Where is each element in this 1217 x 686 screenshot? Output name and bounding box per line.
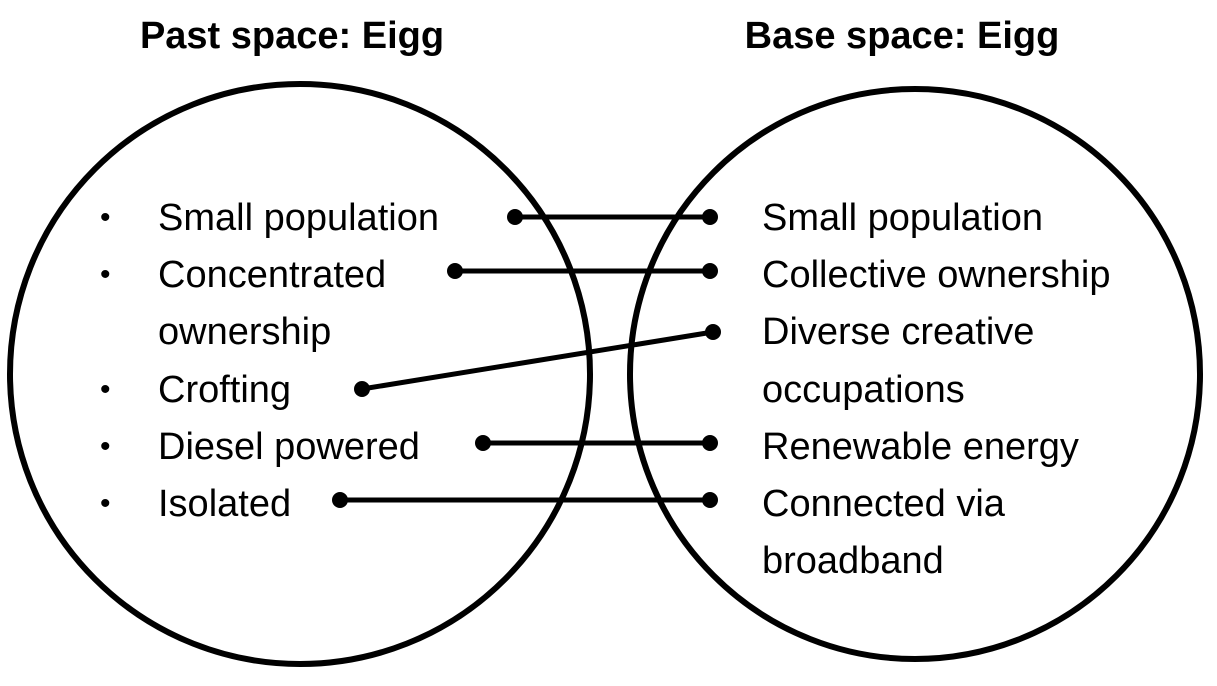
connector-dot xyxy=(447,263,463,279)
connector-dot xyxy=(332,492,348,508)
left-item-crofting: Crofting xyxy=(158,369,291,411)
right-item-diverse-creative-occupations-line2: occupations xyxy=(762,369,965,411)
right-space-items: Small population Collective ownership Di… xyxy=(762,197,1111,582)
right-space-circle xyxy=(627,86,1203,662)
left-bullet: • xyxy=(100,373,111,406)
right-item-connected-via-broadband-line2: broadband xyxy=(762,540,944,582)
connector-line xyxy=(361,329,714,392)
connector-endpoints xyxy=(332,209,721,508)
left-bullet: • xyxy=(100,430,111,463)
connector-dot xyxy=(507,209,523,225)
connector-dot xyxy=(702,209,718,225)
connector-dot xyxy=(354,381,370,397)
connector-dot xyxy=(702,435,718,451)
right-item-connected-via-broadband: Connected via xyxy=(762,483,1006,525)
left-space-items: Small population Concentrated ownership … xyxy=(158,197,439,525)
left-item-small-population: Small population xyxy=(158,197,439,239)
connector-dot xyxy=(705,324,721,340)
right-item-diverse-creative-occupations: Diverse creative xyxy=(762,311,1034,353)
connector-dot xyxy=(702,263,718,279)
left-item-concentrated-ownership: Concentrated xyxy=(158,254,386,296)
left-bullet: • xyxy=(100,201,111,234)
left-space-title: Past space: Eigg xyxy=(140,15,444,57)
left-space-circle xyxy=(7,81,593,667)
right-item-small-population: Small population xyxy=(762,197,1043,239)
connector-dot xyxy=(475,435,491,451)
right-item-collective-ownership: Collective ownership xyxy=(762,254,1111,296)
right-item-renewable-energy: Renewable energy xyxy=(762,426,1079,468)
left-bullet: • xyxy=(100,258,111,291)
connector-dot xyxy=(702,492,718,508)
left-item-isolated: Isolated xyxy=(158,483,291,525)
right-space-title: Base space: Eigg xyxy=(745,15,1060,57)
left-item-diesel-powered: Diesel powered xyxy=(158,426,420,468)
connector-lines xyxy=(340,214,714,503)
left-space-bullets: • • • • • xyxy=(100,201,111,520)
left-item-concentrated-ownership-line2: ownership xyxy=(158,311,331,353)
left-bullet: • xyxy=(100,487,111,520)
